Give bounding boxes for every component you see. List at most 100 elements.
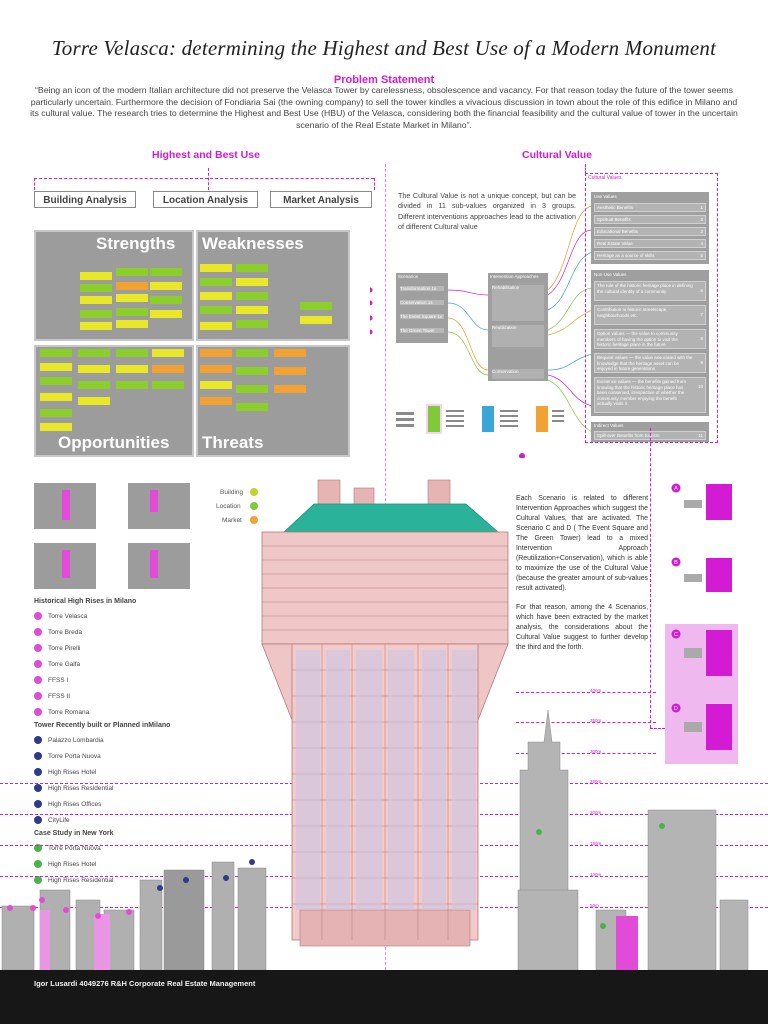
list-item: High Rises Residential bbox=[48, 877, 114, 884]
note bbox=[80, 322, 112, 330]
footer-bar bbox=[0, 970, 768, 1024]
list-item: High Rises Hotel bbox=[48, 769, 97, 776]
approach-item: Rehabilitation bbox=[492, 285, 544, 321]
list-badge bbox=[34, 660, 42, 668]
list-badge bbox=[34, 876, 42, 884]
note bbox=[78, 381, 110, 389]
note bbox=[40, 363, 72, 371]
cv-item-number: 5 bbox=[700, 253, 703, 258]
note bbox=[200, 306, 232, 314]
note bbox=[236, 320, 268, 328]
scenario-text-1: Each Scenario is related to different In… bbox=[516, 495, 648, 592]
scenario-item: Transformation 1n bbox=[400, 286, 444, 291]
thumb-mark bbox=[62, 490, 70, 520]
cultural-values-frame: Cultural Values Use Values Aesthetic Ben… bbox=[585, 173, 718, 443]
cultural-value-text: The Cultural Value is not a unique conce… bbox=[398, 191, 576, 232]
threats-label: Threats bbox=[202, 433, 264, 452]
list-badge bbox=[34, 644, 42, 652]
note bbox=[78, 349, 110, 357]
note bbox=[200, 278, 232, 286]
height-label: 300m bbox=[590, 749, 602, 754]
cv-item: Heritage as a source of skills 5 bbox=[594, 251, 706, 260]
list-badge bbox=[34, 692, 42, 700]
list-badge bbox=[34, 800, 42, 808]
cv-item: Contribution to historic streetscape, ne… bbox=[594, 305, 706, 325]
note bbox=[236, 278, 268, 286]
scenario-item: The Green Tower bbox=[400, 328, 444, 333]
hbu-bracket-right bbox=[374, 178, 375, 190]
badge-c: C bbox=[674, 632, 678, 638]
height-line bbox=[516, 722, 656, 723]
cultural-value-heading: Cultural Value bbox=[522, 149, 593, 161]
badge-a: A bbox=[674, 486, 678, 492]
scenario-icons bbox=[396, 404, 564, 458]
historical-list-title: Historical High Rises in Milano bbox=[34, 598, 137, 605]
note bbox=[80, 284, 112, 292]
cv-item-label: Heritage as a source of skills bbox=[597, 253, 655, 258]
list-item: Torre Romana bbox=[48, 709, 90, 716]
tab-location-analysis[interactable]: Location Analysis bbox=[153, 191, 258, 208]
hbu-bracket-left bbox=[34, 178, 35, 190]
note bbox=[150, 268, 182, 276]
note bbox=[236, 292, 268, 300]
cv-item-number: 2 bbox=[700, 217, 703, 222]
height-line bbox=[516, 753, 656, 754]
note bbox=[236, 306, 268, 314]
height-label: 350m bbox=[590, 718, 602, 723]
list-item: High Rises Offices bbox=[48, 801, 102, 808]
hbu-bracket-line bbox=[34, 178, 374, 179]
non-use-values-group: Non-Use Values The role of the historic … bbox=[591, 270, 709, 416]
note bbox=[116, 320, 148, 328]
cv-item: Existence values — the benefits gained f… bbox=[594, 377, 706, 413]
swot-opportunities: Opportunities bbox=[34, 345, 194, 457]
cv-item: Bequest values — the value associated wi… bbox=[594, 353, 706, 373]
list-badge bbox=[34, 844, 42, 852]
approach-item: Reutilization bbox=[492, 325, 544, 347]
note bbox=[274, 385, 306, 393]
tab-building-analysis[interactable]: Building Analysis bbox=[34, 191, 136, 208]
cv-item: Option values — the value to community m… bbox=[594, 329, 706, 349]
cv-item-label: Real Estate Value bbox=[597, 241, 633, 246]
cv-item-label: Existence values — the benefits gained f… bbox=[597, 379, 687, 406]
note bbox=[150, 310, 182, 318]
cv-item-number: 4 bbox=[700, 241, 703, 246]
approach-item: Conservation bbox=[492, 369, 544, 379]
list-item: High Rises Hotel bbox=[48, 861, 97, 868]
note bbox=[200, 322, 232, 330]
group-title: Indirect Values bbox=[594, 423, 624, 428]
height-label: 200m bbox=[590, 810, 602, 815]
cv-item-label: Bequest values — the value associated wi… bbox=[597, 355, 693, 371]
scenarios-box: Scenarios Transformation 1n Conservation… bbox=[396, 273, 448, 343]
swot-strengths: Strengths bbox=[34, 230, 194, 341]
scenario-thumb-d bbox=[128, 543, 190, 589]
thumb-mark bbox=[62, 550, 70, 578]
note bbox=[116, 294, 148, 302]
group-title: Use Values bbox=[594, 194, 617, 199]
list-badge bbox=[34, 676, 42, 684]
cv-item-label: Option values — the value to community m… bbox=[597, 331, 678, 347]
note bbox=[300, 316, 332, 324]
list-badge bbox=[34, 612, 42, 620]
list-item: Torre Breda bbox=[48, 629, 82, 636]
list-item: CityLife bbox=[48, 817, 70, 824]
note bbox=[40, 423, 72, 431]
scenario-thumb-b bbox=[128, 483, 190, 529]
list-badge bbox=[34, 860, 42, 868]
tab-market-analysis[interactable]: Market Analysis bbox=[270, 191, 372, 208]
note bbox=[116, 282, 148, 290]
scenario-item: Conservation 1s bbox=[400, 300, 444, 305]
note bbox=[152, 365, 184, 373]
note bbox=[40, 377, 72, 385]
cv-item-label: Contribution to historic streetscape, ne… bbox=[597, 307, 668, 318]
hbu-bracket-center bbox=[208, 168, 209, 190]
approaches-title: Intervention Approaches bbox=[490, 274, 539, 279]
footer-author: Igor Lusardi 4049276 R&H Corporate Real … bbox=[34, 979, 256, 988]
note bbox=[200, 397, 232, 405]
list-item: Torre Galfa bbox=[48, 661, 81, 668]
cv-guide bbox=[585, 164, 586, 174]
swot-weaknesses: Weaknesses bbox=[196, 230, 350, 341]
cv-item-number: 9 bbox=[700, 360, 703, 365]
height-label: 100m bbox=[590, 872, 602, 877]
note bbox=[200, 264, 232, 272]
